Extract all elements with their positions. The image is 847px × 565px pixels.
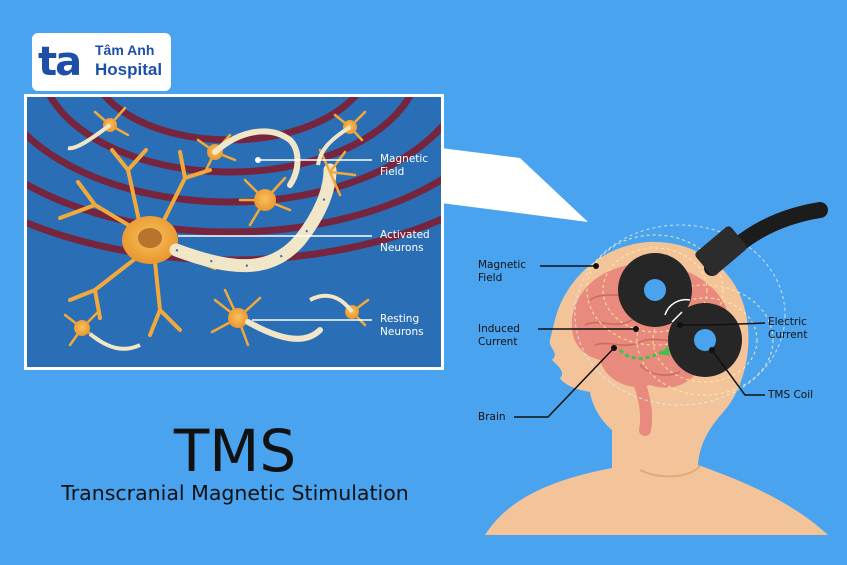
hospital-logo: ta Tâm Anh Hospital: [32, 33, 171, 91]
inset-label-resting-neurons: Resting Neurons: [380, 313, 424, 339]
leader-head-electric-current: [680, 322, 766, 326]
inset-label-line: Resting: [380, 313, 420, 325]
logo-name: Tâm Anh: [95, 42, 155, 58]
leader-head-coil: [711, 349, 765, 396]
head-label-line: Magnetic: [478, 259, 527, 271]
callout-pointer: [441, 148, 588, 222]
logo-sub: Hospital: [95, 60, 163, 79]
inset-label-magnetic-field: Magnetic Field: [380, 153, 428, 179]
inset-label-activated-neurons: Activated Neurons: [380, 229, 430, 255]
inset-label-line: Magnetic: [380, 153, 429, 165]
ta-logo-icon: ta: [38, 39, 82, 85]
inset-label-line: Neurons: [380, 242, 424, 254]
head-label-brain: Brain: [478, 411, 506, 423]
page-title: TMS: [173, 417, 297, 485]
coil-field-lines: [574, 224, 786, 406]
head-label-line: Current: [478, 336, 518, 348]
page-subtitle: Transcranial Magnetic Stimulation: [61, 481, 409, 505]
tms-coil: [618, 202, 828, 377]
head-label-line: Induced: [478, 323, 520, 335]
activated-neuron-small: [67, 106, 367, 227]
inset-label-line: Field: [380, 166, 405, 178]
inset-label-line: Neurons: [380, 326, 424, 338]
head-label-tms-coil: TMS Coil: [768, 389, 814, 401]
resting-neurons: [63, 288, 370, 351]
inset-label-line: Activated: [380, 229, 430, 241]
head-label-electric-current: Electric Current: [768, 316, 807, 342]
head-label-line: Current: [768, 329, 808, 341]
leader-head-brain: [514, 347, 615, 418]
head-label-magnetic-field: Magnetic Field: [478, 259, 526, 285]
induced-current-arrow: [618, 348, 666, 360]
head-label-line: Field: [478, 272, 503, 284]
neuron-inset: [24, 94, 444, 370]
head-label-line: Electric: [768, 316, 807, 328]
head-label-induced-current: Induced Current: [478, 323, 520, 349]
activated-neuron-large: [58, 148, 357, 337]
